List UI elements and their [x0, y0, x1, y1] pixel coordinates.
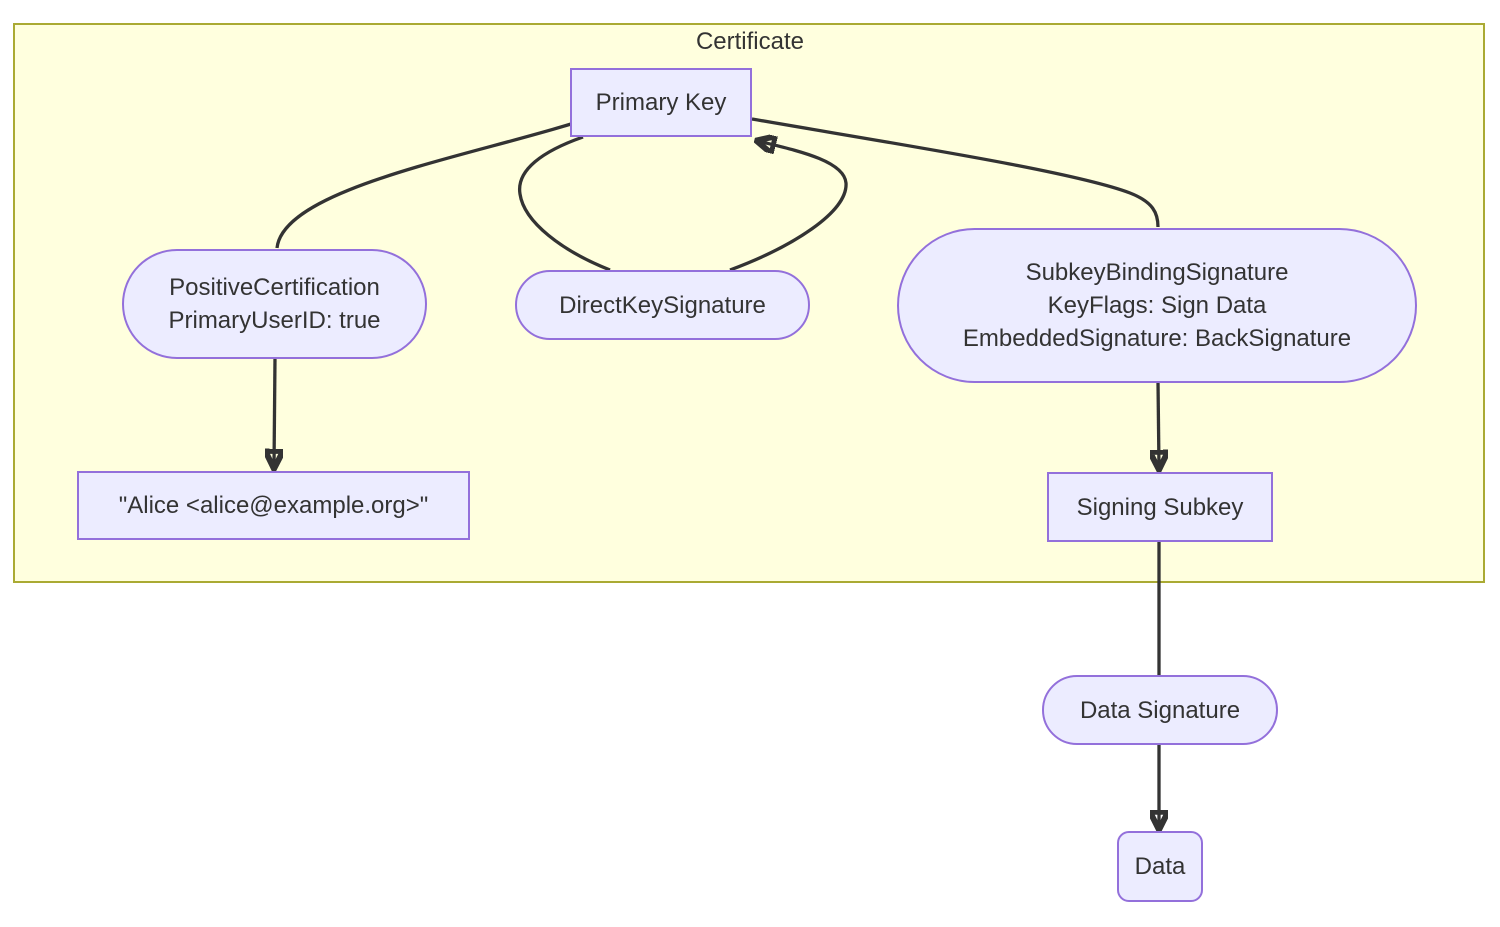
- node-direct-key-signature: DirectKeySignature: [515, 270, 810, 340]
- node-subkey-binding-signature-line1: SubkeyBindingSignature: [1025, 259, 1289, 286]
- edge-primarykey-subkeybindingsignature: [751, 117, 1160, 228]
- node-signing-subkey: Signing Subkey: [1047, 472, 1273, 542]
- node-primary-key-label: Primary Key: [595, 89, 727, 116]
- node-subkey-binding-signature-line3: EmbeddedSignature: BackSignature: [962, 325, 1352, 352]
- node-positive-certification-line2: PrimaryUserID: true: [168, 307, 381, 334]
- node-data-label: Data: [1134, 853, 1186, 880]
- node-signing-subkey-label: Signing Subkey: [1076, 493, 1244, 521]
- node-data: Data: [1117, 831, 1203, 902]
- node-positive-certification-line1: PositiveCertification: [169, 274, 380, 301]
- node-user-id: "Alice <alice@example.org>": [77, 471, 470, 540]
- edge-primarykey-positivecertification: [275, 122, 572, 249]
- certificate-subgraph-title: Certificate: [695, 28, 805, 55]
- edge-directkeysignature-primarykey: [729, 141, 848, 272]
- node-user-id-label: "Alice <alice@example.org>": [118, 492, 429, 519]
- node-subkey-binding-signature: SubkeyBindingSignature KeyFlags: Sign Da…: [897, 228, 1417, 383]
- edge-positivecertification-userid: [274, 357, 275, 467]
- node-data-signature: Data Signature: [1042, 675, 1278, 745]
- edge-primarykey-directkeysignature: [518, 135, 611, 272]
- node-data-signature-label: Data Signature: [1079, 696, 1241, 724]
- edge-subkeybindingsignature-signingsubkey: [1158, 381, 1159, 468]
- node-direct-key-signature-label: DirectKeySignature: [559, 291, 766, 319]
- node-subkey-binding-signature-line2: KeyFlags: Sign Data: [1047, 292, 1267, 319]
- node-primary-key: Primary Key: [570, 68, 752, 137]
- node-positive-certification: PositiveCertification PrimaryUserID: tru…: [122, 249, 427, 359]
